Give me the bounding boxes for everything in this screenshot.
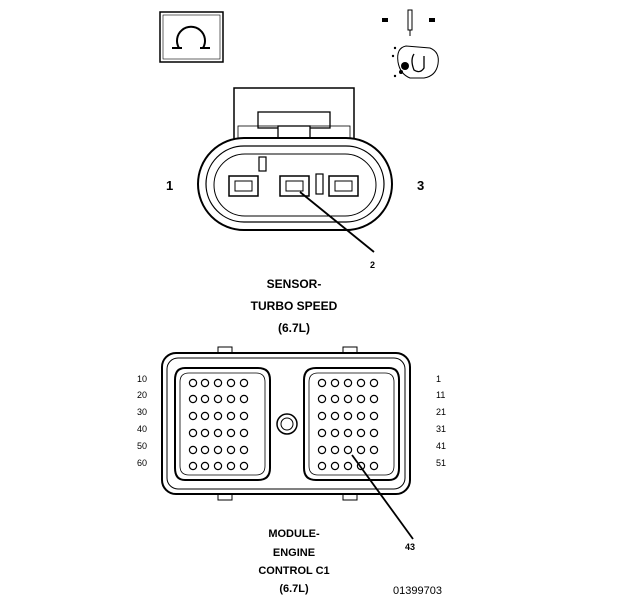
sensor-pin-label-2: 2	[370, 260, 375, 270]
ecm-pin-hole	[188, 428, 198, 438]
ecm-pin-hole	[317, 378, 327, 388]
ecm-pin-hole	[200, 445, 210, 455]
sensor-connector	[197, 87, 393, 253]
ecm-pin-hole	[200, 394, 210, 404]
ecm-row-label-1: 1	[436, 374, 441, 384]
ecm-row-label-30: 30	[137, 407, 147, 417]
ecm-pin-hole	[356, 411, 366, 421]
ecm-title-line-4: (6.7L)	[279, 583, 309, 595]
ecm-pin-hole	[330, 461, 340, 471]
ecm-pin-hole	[226, 394, 236, 404]
ecm-pin-hole	[239, 428, 249, 438]
ecm-row-label-11: 11	[436, 390, 445, 400]
ecm-pin-hole	[188, 461, 198, 471]
ecm-pin-hole	[200, 461, 210, 471]
ecm-pin-hole	[330, 428, 340, 438]
ecm-pin-hole	[226, 445, 236, 455]
ecm-pin-hole	[343, 394, 353, 404]
ecm-pin-hole	[356, 394, 366, 404]
ecm-pin-hole	[356, 378, 366, 388]
ecm-pin-hole	[213, 428, 223, 438]
ecm-pin-hole	[239, 445, 249, 455]
ecm-row-label-20: 20	[137, 390, 147, 400]
ecm-pin-hole	[226, 411, 236, 421]
ecm-pin-hole	[213, 394, 223, 404]
ecm-callout-label-43: 43	[405, 542, 415, 552]
ecm-pin-hole	[369, 445, 379, 455]
ecm-pin-hole	[330, 378, 340, 388]
ecm-title-line-2: ENGINE	[273, 547, 315, 559]
ecm-row-label-60: 60	[137, 458, 147, 468]
ecm-pin-hole	[213, 378, 223, 388]
sensor-pin-label-3: 3	[417, 178, 424, 193]
ecm-pin-hole	[239, 394, 249, 404]
ecm-row-label-40: 40	[137, 424, 147, 434]
ecm-pin-hole	[356, 445, 366, 455]
ecm-pin-hole	[213, 461, 223, 471]
ecm-pin-hole	[200, 411, 210, 421]
ecm-pin-holes	[188, 378, 379, 471]
ecm-pin-hole	[356, 428, 366, 438]
sensor-title-line-1: SENSOR-	[267, 277, 322, 291]
ecm-pin-hole	[226, 461, 236, 471]
ecm-pin-hole	[317, 445, 327, 455]
omega-terminal-icon	[159, 11, 224, 63]
ecm-pin-hole	[226, 428, 236, 438]
ecm-pin-hole	[239, 378, 249, 388]
ecm-pin-hole	[343, 411, 353, 421]
ecm-pin-hole	[239, 461, 249, 471]
sensor-title-line-2: TURBO SPEED	[251, 299, 338, 313]
ecm-pin-hole	[317, 461, 327, 471]
ecm-pin-hole	[188, 394, 198, 404]
ecm-pin-hole	[317, 394, 327, 404]
ecm-row-label-51: 51	[436, 458, 446, 468]
ecm-pin-hole	[188, 411, 198, 421]
ecm-pin-hole	[343, 461, 353, 471]
ecm-pin-hole	[330, 394, 340, 404]
ecm-pin-hole	[239, 411, 249, 421]
ecm-pin-hole	[369, 428, 379, 438]
ecm-pin-hole	[188, 445, 198, 455]
ecm-row-label-10: 10	[137, 374, 147, 384]
ecm-pin-hole	[343, 445, 353, 455]
ecm-row-label-21: 21	[436, 407, 446, 417]
ecm-pin-hole	[330, 445, 340, 455]
probe-tip-icon	[382, 9, 439, 79]
ecm-pin-hole	[226, 378, 236, 388]
ecm-row-label-31: 31	[436, 424, 446, 434]
ecm-title-line-1: MODULE-	[268, 528, 320, 540]
figure-number: 01399703	[393, 585, 442, 597]
ecm-pin-hole	[343, 378, 353, 388]
ecm-title-line-3: CONTROL C1	[258, 565, 329, 577]
ecm-pin-hole	[188, 378, 198, 388]
ecm-connector	[161, 346, 414, 540]
ecm-pin-hole	[369, 394, 379, 404]
ecm-row-label-50: 50	[137, 441, 147, 451]
sensor-pin-label-1: 1	[166, 178, 173, 193]
ecm-row-label-41: 41	[436, 441, 446, 451]
ecm-pin-hole	[317, 411, 327, 421]
ecm-pin-hole	[343, 428, 353, 438]
ecm-pin-hole	[369, 461, 379, 471]
ecm-pin-hole	[200, 428, 210, 438]
ecm-pin-hole	[317, 428, 327, 438]
sensor-title-line-3: (6.7L)	[278, 321, 310, 335]
ecm-pin-hole	[213, 411, 223, 421]
ecm-pin-hole	[213, 445, 223, 455]
ecm-pin-hole	[369, 378, 379, 388]
ecm-pin-hole	[369, 411, 379, 421]
ecm-pin-hole	[200, 378, 210, 388]
ecm-pin-hole	[330, 411, 340, 421]
